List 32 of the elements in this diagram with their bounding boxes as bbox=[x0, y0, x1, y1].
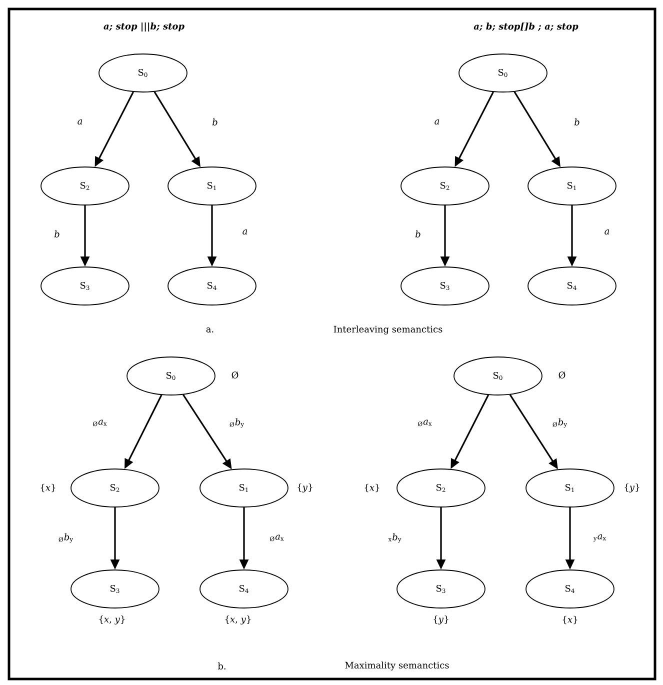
state-set: Ø bbox=[232, 371, 238, 379]
caption-text: Maximality semanctics bbox=[345, 662, 449, 670]
edge-label: b bbox=[573, 118, 581, 126]
edge-label: a bbox=[76, 118, 84, 126]
state-set: {x, y} bbox=[225, 616, 251, 624]
caption-text: Interleaving semanctics bbox=[334, 326, 442, 334]
edge-label: $_{x}$b$_{y}$ bbox=[387, 532, 403, 544]
process-expression: a; b; stop[]b ; a; stop bbox=[474, 22, 578, 32]
edge-label: $_{Ø}$a$_{x}$ bbox=[416, 418, 434, 428]
state-set: {x} bbox=[562, 616, 578, 624]
edge-label: $_{Ø}$b$_{y}$ bbox=[228, 417, 246, 429]
state-set: {x, y} bbox=[99, 616, 125, 624]
edge-label: b bbox=[211, 118, 219, 126]
state-set: {y} bbox=[434, 616, 448, 624]
edge-label: a bbox=[241, 228, 249, 236]
state-set: {x} bbox=[364, 484, 380, 492]
state-set: {y} bbox=[624, 484, 640, 492]
edge-label: a bbox=[433, 118, 441, 126]
state-set: Ø bbox=[558, 371, 566, 379]
state-set: {x} bbox=[40, 484, 56, 492]
edge-label: $_{Ø}$a$_{x}$ bbox=[268, 534, 286, 542]
state-set: {y} bbox=[298, 484, 312, 492]
process-expression: a; stop |||b; stop bbox=[104, 22, 184, 32]
caption-letter: a. bbox=[206, 328, 214, 332]
edge-label: b bbox=[414, 230, 422, 238]
edge-label: $_{Ø}$b$_{y}$ bbox=[57, 532, 75, 544]
edge-label: b bbox=[53, 230, 61, 238]
edge-label: $_{Ø}$b$_{y}$ bbox=[551, 417, 569, 429]
edge-label: $_{y}$a$_{x}$ bbox=[592, 533, 608, 543]
edge-label: a bbox=[603, 228, 611, 236]
edge-label: $_{Ø}$a$_{x}$ bbox=[92, 418, 108, 428]
caption-letter: b. bbox=[218, 662, 226, 670]
